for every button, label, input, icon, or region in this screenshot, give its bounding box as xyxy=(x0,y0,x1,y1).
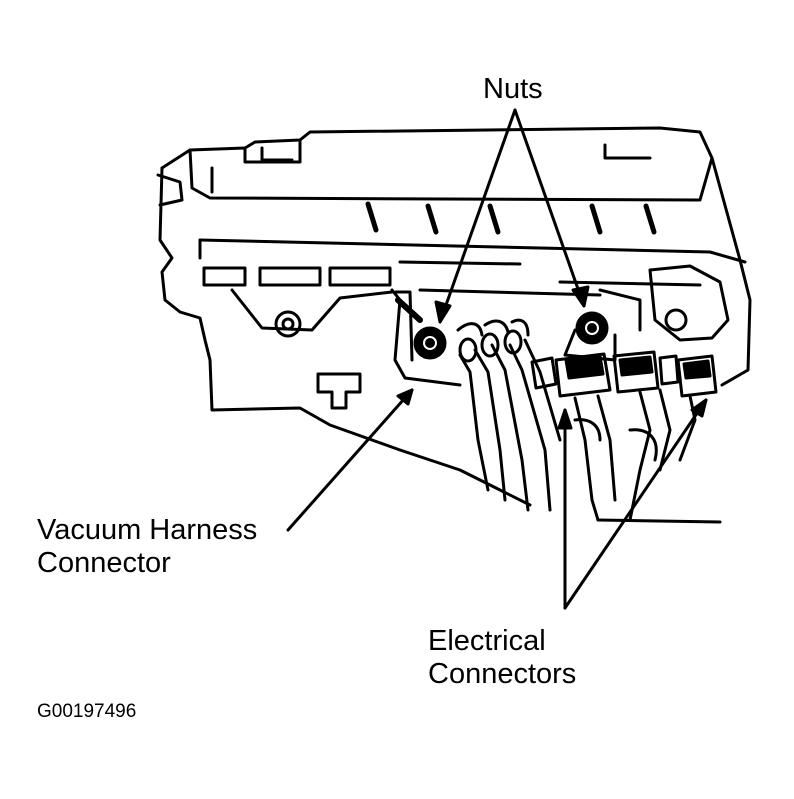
nut-left xyxy=(413,326,447,360)
electrical-connector-blocks xyxy=(530,350,718,398)
figure-id: G00197496 xyxy=(37,701,137,722)
leader-electrical-left xyxy=(557,408,573,610)
leader-electrical-right xyxy=(563,398,708,610)
label-vacuum-harness-line1: Vacuum Harness xyxy=(37,514,258,546)
label-nuts: Nuts xyxy=(483,73,543,105)
right-boss xyxy=(598,264,730,342)
housing xyxy=(156,126,752,507)
nut-right xyxy=(563,311,617,362)
vacuum-hoses xyxy=(456,318,562,512)
vent-slots xyxy=(365,201,657,235)
label-electrical-line2: Connectors xyxy=(428,658,577,690)
label-vacuum-harness-line2: Connector xyxy=(37,547,171,579)
electrical-wires xyxy=(573,388,722,524)
label-electrical-line1: Electrical xyxy=(428,625,546,657)
vacuum-harness-connector-part xyxy=(390,288,462,387)
leader-nuts-right xyxy=(513,108,590,308)
leader-vacuum xyxy=(286,388,414,532)
leader-nuts-left xyxy=(434,108,517,324)
